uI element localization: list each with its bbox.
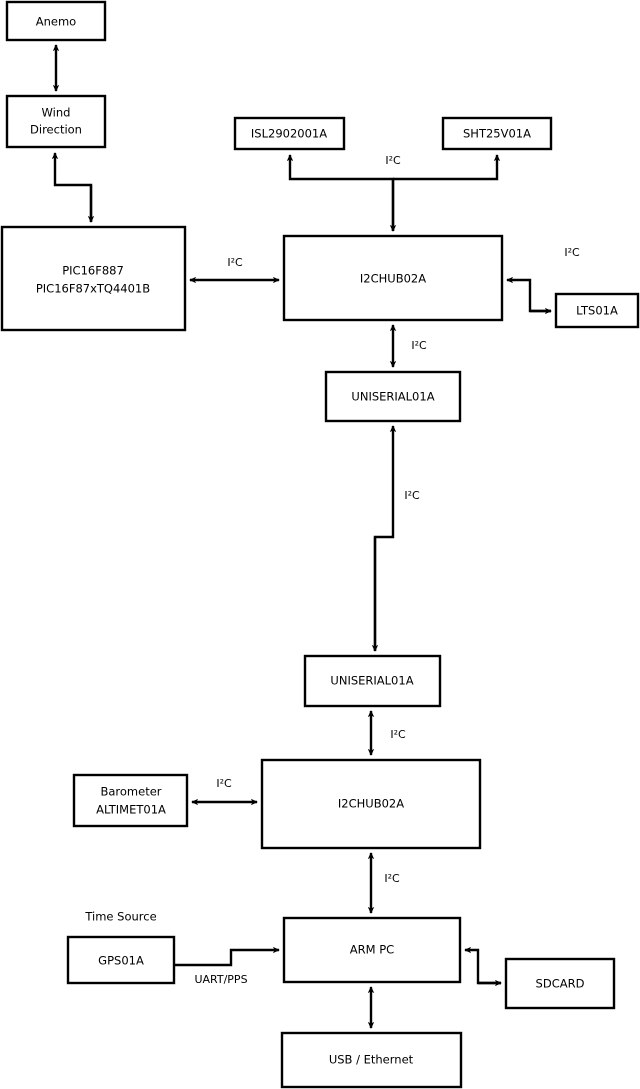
node-gps01a[interactable]: GPS01A (66, 935, 176, 985)
edge-wind-pic (51, 152, 95, 223)
node-isl2902001a[interactable]: ISL2902001A (233, 116, 346, 151)
node-i2chub02a-bottom-label: I2CHUB02A (338, 797, 404, 811)
node-anemo-box[interactable] (5, 0, 107, 42)
node-sdcard-label: SDCARD (536, 977, 585, 991)
edge-uniserial-uniserial (371, 425, 397, 652)
node-usb-ethernet[interactable]: USB / Ethernet (280, 1031, 463, 1089)
edge-line-uniserial-lower-to-upper (373, 425, 397, 651)
node-gps01a-box[interactable] (66, 935, 176, 985)
node-sht25v01a-label: SHT25V01A (463, 127, 531, 141)
edge-line-hub-to-isl (286, 154, 395, 231)
node-anemo[interactable]: Anemo (5, 0, 107, 42)
node-i2chub02a-bottom[interactable]: I2CHUB02A (260, 758, 482, 850)
edge-hub-isl-sht (286, 154, 501, 232)
node-barometer-box[interactable] (72, 773, 189, 828)
edge-hub-lts (506, 276, 552, 315)
node-sht25v01a[interactable]: SHT25V01A (441, 116, 553, 151)
node-lts01a-box[interactable] (554, 292, 640, 329)
node-i2chub02a-top[interactable]: I2CHUB02A (282, 234, 504, 322)
node-uniserial01a-upper-box[interactable] (324, 370, 462, 423)
node-usb-ethernet-label: USB / Ethernet (329, 1053, 414, 1067)
node-usb-ethernet-box[interactable] (280, 1031, 463, 1089)
edge-armpc-sdcard (464, 946, 502, 987)
node-uniserial01a-upper-label: UNISERIAL01A (351, 390, 434, 404)
edge-line-gps-armpc (174, 946, 280, 967)
edge-label-i2c-pic-hub: I²C (227, 256, 243, 269)
node-arm-pc[interactable]: ARM PC (282, 916, 462, 984)
node-wind-direction-box[interactable] (5, 94, 107, 149)
node-uniserial01a-lower[interactable]: UNISERIAL01A (303, 654, 442, 708)
edge-label-i2c-uniserial-hub: I²C (390, 728, 406, 741)
edge-line-sdcard-to-armpc (464, 946, 501, 985)
node-i2chub02a-top-label: I2CHUB02A (360, 272, 426, 286)
node-wind-direction[interactable]: Wind Direction (5, 94, 107, 149)
edge-line-lts-to-hub (506, 276, 551, 313)
node-pic-mcu[interactable]: PIC16F887 PIC16F87xTQ4401B (0, 225, 187, 332)
node-isl2902001a-box[interactable] (233, 116, 346, 151)
node-sdcard-box[interactable] (504, 957, 616, 1010)
node-lts01a-label: LTS01A (576, 304, 618, 318)
node-barometer[interactable]: Barometer ALTIMET01A (72, 773, 189, 828)
node-uniserial01a-lower-box[interactable] (303, 654, 442, 708)
node-pic-mcu-label-line2: PIC16F87xTQ4401B (36, 282, 150, 296)
node-uniserial01a-upper[interactable]: UNISERIAL01A (324, 370, 462, 423)
node-pic-mcu-box[interactable] (0, 225, 187, 332)
node-barometer-label-line2: ALTIMET01A (96, 803, 166, 817)
node-i2chub02a-top-box[interactable] (282, 234, 504, 322)
node-lts01a[interactable]: LTS01A (554, 292, 640, 329)
edge-gps-armpc (174, 946, 280, 967)
edge-label-i2c-isl-sht: I²C (385, 154, 401, 167)
node-i2chub02a-bottom-box[interactable] (260, 758, 482, 850)
node-wind-direction-label-line2: Direction (30, 123, 82, 137)
node-pic-mcu-label-line1: PIC16F887 (62, 264, 124, 278)
edge-line-pic-to-wind (51, 152, 93, 222)
node-anemo-label: Anemo (36, 15, 76, 29)
node-sht25v01a-box[interactable] (441, 116, 553, 151)
node-isl2902001a-label: ISL2902001A (251, 127, 327, 141)
node-gps01a-label: GPS01A (98, 954, 144, 968)
label-time-source: Time Source (84, 910, 156, 924)
node-sdcard[interactable]: SDCARD (504, 957, 616, 1010)
edge-label-i2c-uniserial-uniserial: I²C (404, 489, 420, 502)
node-arm-pc-box[interactable] (282, 916, 462, 984)
node-barometer-label-line1: Barometer (100, 785, 161, 799)
node-arm-pc-label: ARM PC (350, 943, 394, 957)
edge-label-i2c-hub-lts: I²C (564, 246, 580, 259)
edge-label-i2c-hub-uniserial: I²C (411, 339, 427, 352)
node-wind-direction-label-line1: Wind (42, 106, 71, 120)
edge-label-uart-pps: UART/PPS (194, 973, 247, 986)
edge-line-hub-to-sht (393, 154, 501, 181)
edge-label-i2c-barometer-hub: I²C (216, 777, 232, 790)
edge-label-i2c-hub-armpc: I²C (384, 872, 400, 885)
node-uniserial01a-lower-label: UNISERIAL01A (330, 674, 413, 688)
